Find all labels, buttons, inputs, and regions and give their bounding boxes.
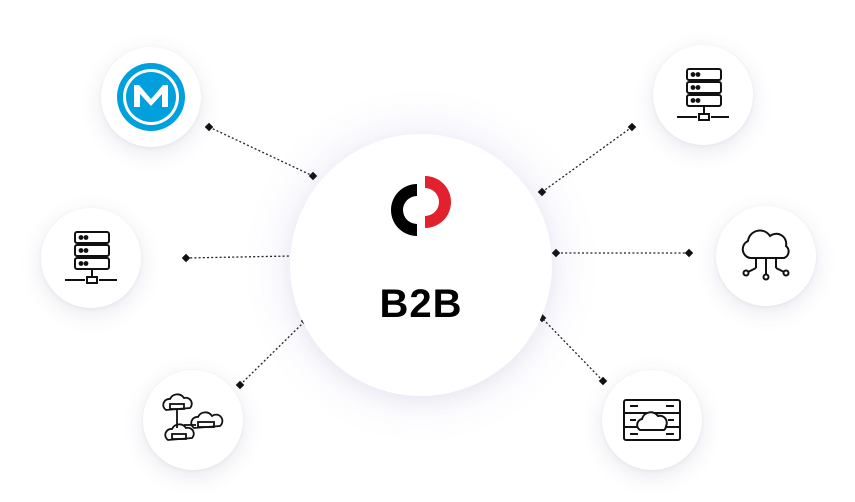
connector-end-marker (204, 122, 214, 132)
connector-datacenter (541, 317, 604, 382)
cloud-servers-icon (162, 393, 224, 441)
node-mulesoft (101, 47, 201, 147)
connector-server-left (185, 255, 293, 259)
cloud-datacenter-icon (623, 399, 681, 441)
server-rack-icon (65, 231, 117, 284)
node-server-right (653, 45, 753, 145)
connector-cloud-servers (239, 320, 306, 386)
node-cloud-network (716, 206, 816, 306)
mulesoft-logo-icon (117, 63, 185, 131)
connector-end-marker (235, 380, 245, 390)
node-server-left (41, 208, 141, 308)
cloud-network-icon (741, 229, 790, 281)
connector-server-right (541, 126, 633, 193)
connector-end-marker (537, 187, 547, 197)
connector-end-marker (627, 122, 637, 132)
b2b-hub: B2B (290, 134, 552, 396)
connector-end-marker (308, 171, 318, 181)
hub-title: B2B (379, 282, 463, 326)
b2b-logo-icon (391, 176, 451, 236)
connector-end-marker (684, 248, 694, 258)
server-rack-icon (677, 68, 729, 121)
node-cloud-servers (143, 370, 243, 470)
connector-end-marker (598, 376, 608, 386)
node-cloud-datacenter (602, 370, 702, 470)
connector-mulesoft (208, 126, 314, 177)
connector-end-marker (551, 248, 561, 258)
connector-end-marker (181, 253, 191, 263)
